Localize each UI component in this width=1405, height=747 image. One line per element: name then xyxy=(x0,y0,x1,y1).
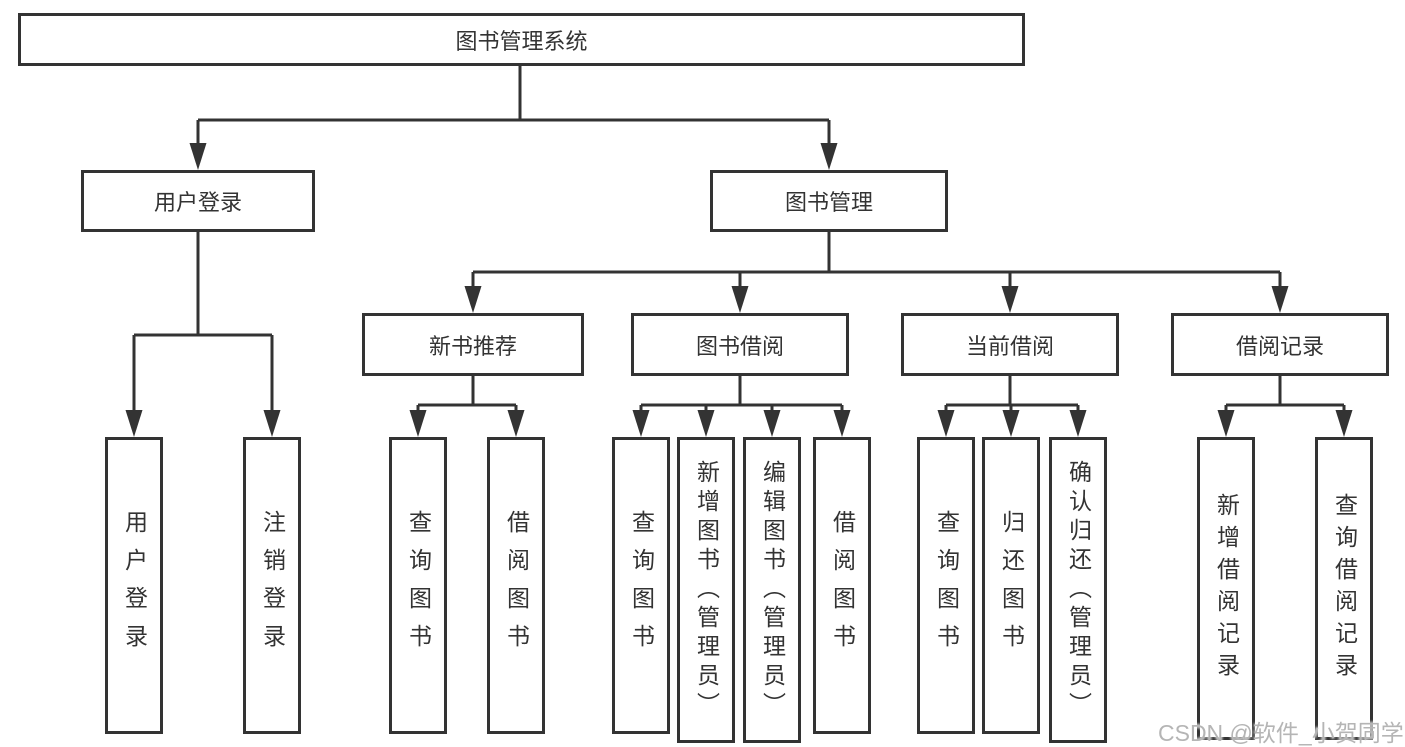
node-label: 图书管理 xyxy=(784,190,873,215)
node-leaf-user-login: 用户登录 xyxy=(105,437,163,734)
node-leaf-edit-book-admin: 编辑图书（管理员） xyxy=(743,437,801,743)
node-leaf-query-books-borrowing: 查询图书 xyxy=(612,437,670,734)
node-leaf-return-book: 归还图书 xyxy=(982,437,1040,734)
node-label: 查询图书 xyxy=(933,509,960,662)
csdn-watermark: CSDN @软件_小贺同学 xyxy=(1158,720,1404,746)
node-label: 归还图书 xyxy=(998,509,1025,662)
node-label: 新书推荐 xyxy=(428,333,517,359)
node-label: 查询图书 xyxy=(628,509,655,662)
node-label: 用户登录 xyxy=(153,190,242,215)
node-label: 编辑图书（管理员） xyxy=(759,459,786,721)
node-leaf-query-borrow-record: 查询借阅记录 xyxy=(1315,437,1373,740)
node-label: 当前借阅 xyxy=(965,333,1054,359)
node-label: 新增借阅记录 xyxy=(1213,492,1240,685)
node-new-book-recommend: 新书推荐 xyxy=(362,313,584,376)
node-leaf-add-book-admin: 新增图书（管理员） xyxy=(677,437,735,743)
node-label: 借阅图书 xyxy=(829,509,856,662)
node-leaf-borrow-books-recommend: 借阅图书 xyxy=(487,437,545,734)
node-leaf-confirm-return-admin: 确认归还（管理员） xyxy=(1049,437,1107,743)
node-borrowing-records: 借阅记录 xyxy=(1171,313,1389,376)
node-current-borrowing: 当前借阅 xyxy=(901,313,1119,376)
node-label: 查询图书 xyxy=(405,509,432,662)
node-library-management-system: 图书管理系统 xyxy=(18,13,1025,66)
node-label: 借阅记录 xyxy=(1235,333,1324,359)
node-leaf-add-borrow-record: 新增借阅记录 xyxy=(1197,437,1255,740)
node-label: 图书借阅 xyxy=(695,333,784,359)
node-book-borrowing: 图书借阅 xyxy=(631,313,849,376)
node-label: 借阅图书 xyxy=(503,509,530,662)
node-label: 用户登录 xyxy=(121,509,148,662)
node-book-management-branch: 图书管理 xyxy=(710,170,948,232)
node-user-login-branch: 用户登录 xyxy=(81,170,315,232)
node-leaf-query-books-current: 查询图书 xyxy=(917,437,975,734)
node-leaf-borrow-books: 借阅图书 xyxy=(813,437,871,734)
node-label: 新增图书（管理员） xyxy=(693,459,720,721)
node-label: 图书管理系统 xyxy=(455,28,588,54)
node-leaf-logout: 注销登录 xyxy=(243,437,301,734)
node-label: 确认归还（管理员） xyxy=(1065,459,1092,721)
node-label: 注销登录 xyxy=(259,509,286,662)
node-label: 查询借阅记录 xyxy=(1331,492,1358,685)
node-leaf-query-books-recommend: 查询图书 xyxy=(389,437,447,734)
